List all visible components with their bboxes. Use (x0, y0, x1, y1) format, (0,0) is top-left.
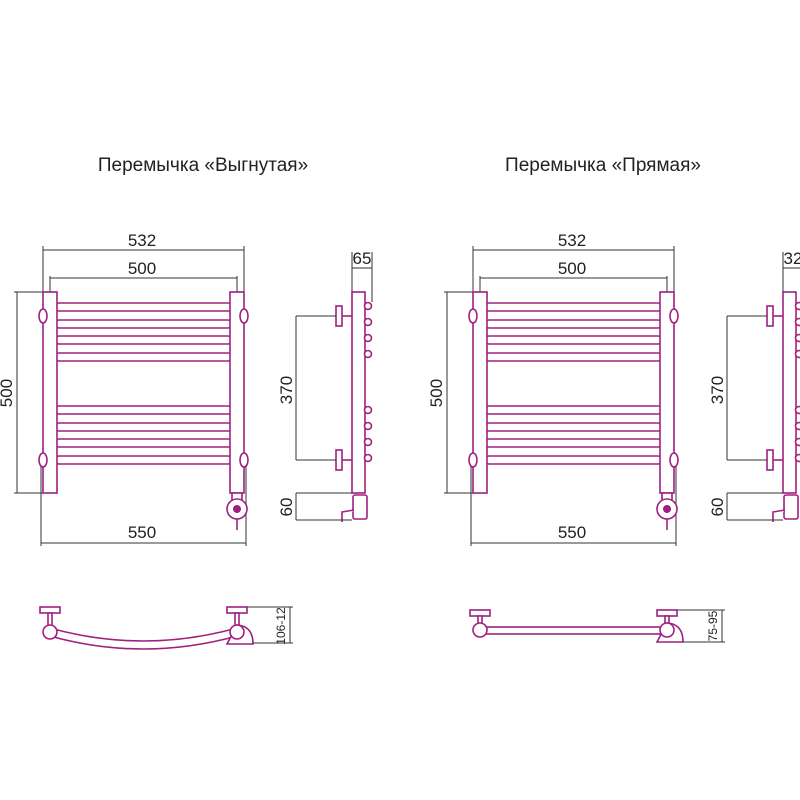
wall-plate (226, 606, 248, 614)
rail (484, 335, 663, 345)
dimension-center-distance: 500 (128, 259, 156, 278)
rail-joint (42, 624, 58, 640)
left-post (472, 291, 488, 494)
valve-core (233, 505, 241, 513)
dimension-total-width: 550 (558, 523, 586, 542)
rail-stub (363, 453, 373, 463)
dimension-overall-width: 532 (558, 231, 586, 250)
rail-stub (363, 421, 373, 431)
side-post (782, 291, 797, 494)
mount-bracket (669, 452, 679, 468)
rail-stub (794, 405, 800, 415)
rail (484, 455, 663, 465)
rail (54, 302, 233, 312)
rail (54, 438, 233, 448)
mount-bracket (38, 308, 48, 324)
mount-bracket (239, 452, 249, 468)
rail-stub (794, 301, 800, 311)
wall-plate (39, 606, 61, 614)
side-valve-pipe (341, 509, 355, 522)
dimension-center-distance: 500 (558, 259, 586, 278)
mount-bracket (239, 308, 249, 324)
rail (54, 405, 233, 415)
wall-plate (656, 609, 678, 617)
rail-stub (363, 349, 373, 359)
dimension-height: 500 (0, 379, 16, 407)
mount-bracket (468, 308, 478, 324)
rail (484, 319, 663, 329)
rail-stub (363, 333, 373, 343)
rail (54, 422, 233, 432)
side-post (351, 291, 366, 494)
mount-bracket (468, 452, 478, 468)
wall-plate (766, 449, 774, 471)
curved-variant-drawing: 532 500 500 550 65 370 60 106-12 (0, 231, 373, 650)
wall-plate (335, 449, 343, 471)
rail (484, 302, 663, 312)
wall-plate (469, 609, 491, 617)
rail-stub (794, 333, 800, 343)
rail-stub (363, 317, 373, 327)
dimension-mount-spacing: 370 (277, 376, 296, 404)
rail-stub (794, 349, 800, 359)
left-post (42, 291, 58, 494)
rail-stub (794, 437, 800, 447)
side-valve-pipe (772, 509, 786, 522)
rail-stub (363, 405, 373, 415)
rail-joint (659, 622, 675, 638)
bracket-stem (47, 612, 53, 627)
rail (54, 455, 233, 465)
rail (54, 319, 233, 329)
curved-rail (49, 626, 238, 650)
mount-bracket (669, 308, 679, 324)
rail-stub (363, 301, 373, 311)
dimension-wall-offset: 106-12 (274, 607, 288, 645)
dimension-mount-spacing: 370 (708, 376, 727, 404)
rail-stub (794, 317, 800, 327)
rail (484, 422, 663, 432)
rail (54, 352, 233, 362)
dimension-depth: 65 (353, 249, 372, 268)
straight-variant-drawing: 532 500 500 550 32 370 60 75-95 (427, 231, 800, 643)
rail-stub (794, 421, 800, 431)
wall-plate (766, 305, 774, 327)
dimension-height: 500 (427, 379, 446, 407)
dimension-depth: 32 (784, 249, 800, 268)
variant-title-straight: Перемычка «Прямая» (505, 155, 701, 176)
side-valve (783, 494, 799, 520)
rail (484, 405, 663, 415)
variant-title-curved: Перемычка «Выгнутая» (98, 155, 308, 176)
rail-stub (794, 453, 800, 463)
rail-stub (363, 437, 373, 447)
dimension-wall-offset: 75-95 (706, 610, 720, 641)
rail (484, 438, 663, 448)
bracket-stem (234, 612, 240, 627)
mount-bracket (38, 452, 48, 468)
dimension-valve-height: 60 (708, 498, 727, 517)
valve-core (663, 505, 671, 513)
rail (484, 352, 663, 362)
dimension-valve-height: 60 (277, 498, 296, 517)
straight-rail (479, 626, 668, 635)
dimension-total-width: 550 (128, 523, 156, 542)
dimension-overall-width: 532 (128, 231, 156, 250)
rail (54, 335, 233, 345)
rail-joint (472, 622, 488, 638)
wall-plate (335, 305, 343, 327)
side-valve (352, 494, 368, 520)
rail-joint (229, 624, 245, 640)
